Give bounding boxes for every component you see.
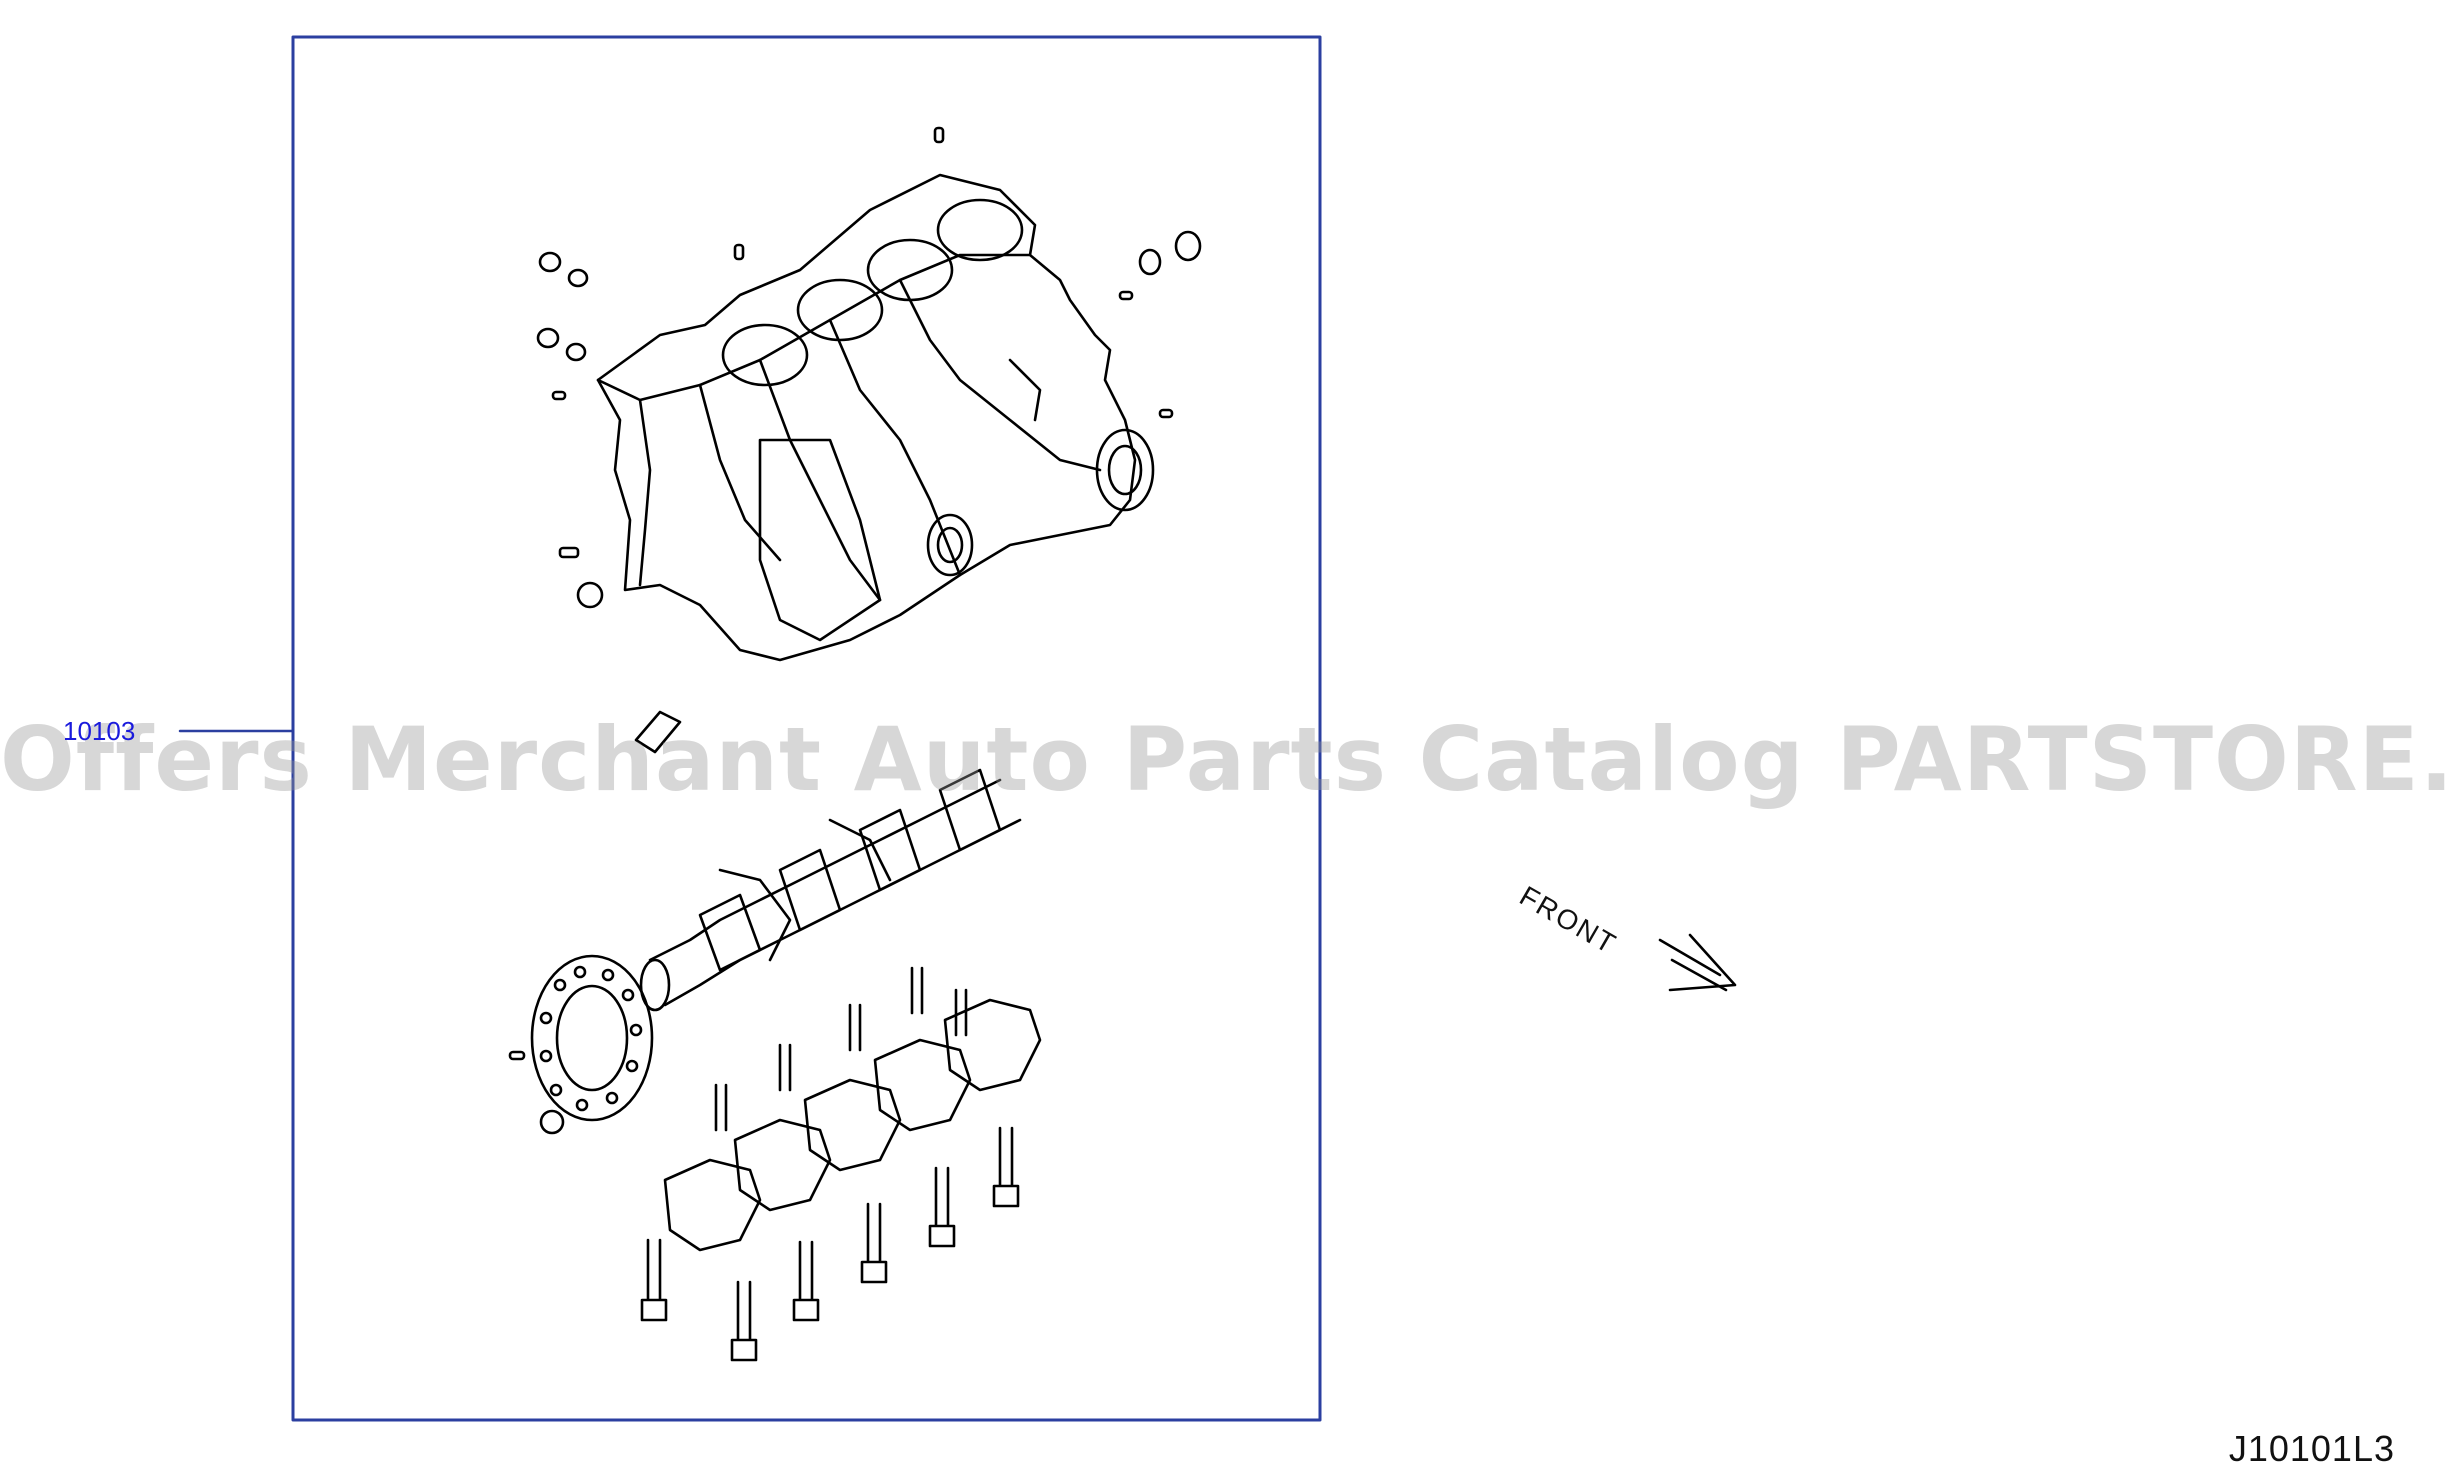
bolt-icon[interactable]: [640, 966, 1020, 1362]
flywheel-gasket-icon[interactable]: [530, 954, 654, 1122]
front-arrow-icon: [1658, 933, 1737, 992]
crankshaft-icon[interactable]: [639, 768, 1022, 1012]
assembly-frame: [291, 35, 1322, 1422]
engine-block-icon[interactable]: [596, 173, 1155, 662]
watermark: Offers Merchant Auto Parts Catalog PARTS…: [0, 708, 2457, 811]
dowel-pin-icon: [508, 126, 1202, 1135]
part-callout-10103[interactable]: 10103: [63, 716, 136, 746]
diagram-code: J10101L3: [2228, 1428, 2395, 1469]
main-bearing-cap-icon[interactable]: [663, 998, 1042, 1252]
